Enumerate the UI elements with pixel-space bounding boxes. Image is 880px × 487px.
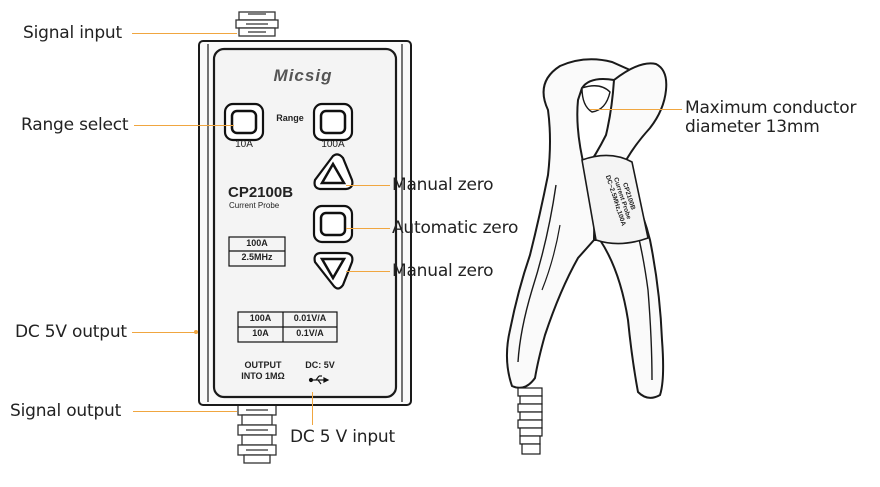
ratio-cell-value-2: 0.1V/A	[296, 328, 324, 338]
brand-logo: Micsig	[273, 66, 333, 85]
leader-dc5v-output	[132, 332, 196, 333]
callout-max-conductor: Maximum conductor diameter 13mm	[685, 99, 856, 137]
callout-max-conductor-line-2: diameter 13mm	[685, 117, 820, 137]
callout-signal-input: Signal input	[23, 23, 122, 43]
leader-signal-input	[132, 33, 237, 34]
callout-signal-output: Signal output	[10, 401, 122, 421]
leader-dc5v-output-dot	[194, 330, 198, 334]
auto-zero-button	[312, 204, 354, 244]
callout-dc5v-input: DC 5 V input	[290, 427, 395, 447]
range-button-10a	[223, 102, 265, 142]
callout-manual-zero-bottom: Manual zero	[392, 261, 494, 281]
spec-box	[228, 236, 286, 267]
leader-range-select	[134, 125, 234, 126]
range-100a-label: 100A	[321, 139, 345, 150]
bottom-cable	[237, 404, 277, 464]
ratio-cell-range-1: 100A	[249, 313, 272, 323]
ratio-table	[237, 311, 338, 343]
callout-automatic-zero: Automatic zero	[392, 218, 519, 238]
manual-zero-down-button	[313, 251, 354, 290]
manual-zero-up-button	[313, 153, 354, 191]
spec-current: 100A	[246, 238, 268, 248]
callout-dc5v-output: DC 5V output	[15, 322, 127, 342]
range-10a-label: 10A	[235, 139, 253, 150]
callout-manual-zero-top: Manual zero	[392, 175, 494, 195]
leader-max-conductor	[590, 109, 682, 110]
callout-max-conductor-line-1: Maximum conductor	[685, 98, 857, 118]
output-label: OUTPUT	[244, 360, 282, 370]
dc-input-label: DC: 5V	[305, 360, 335, 370]
usb-symbol-icon	[308, 375, 330, 385]
range-label: Range	[276, 113, 304, 123]
leader-manual-zero-top	[346, 185, 390, 186]
leader-dc5v-input	[312, 392, 313, 425]
top-cable	[235, 11, 279, 37]
front-panel	[212, 47, 398, 399]
ratio-cell-value-1: 0.01V/A	[293, 313, 327, 323]
callout-range-select: Range select	[21, 115, 129, 135]
leader-automatic-zero	[346, 228, 390, 229]
clamp-illustration	[506, 58, 668, 455]
output-impedance-label: INTO 1MΩ	[241, 371, 285, 381]
ratio-cell-range-2: 10A	[252, 328, 269, 338]
model-subtitle: Current Probe	[229, 201, 280, 210]
range-button-100a	[312, 102, 354, 142]
leader-signal-output	[133, 411, 237, 412]
leader-manual-zero-bottom	[346, 271, 390, 272]
model-name: CP2100B	[228, 184, 294, 201]
spec-bandwidth: 2.5MHz	[241, 252, 273, 262]
